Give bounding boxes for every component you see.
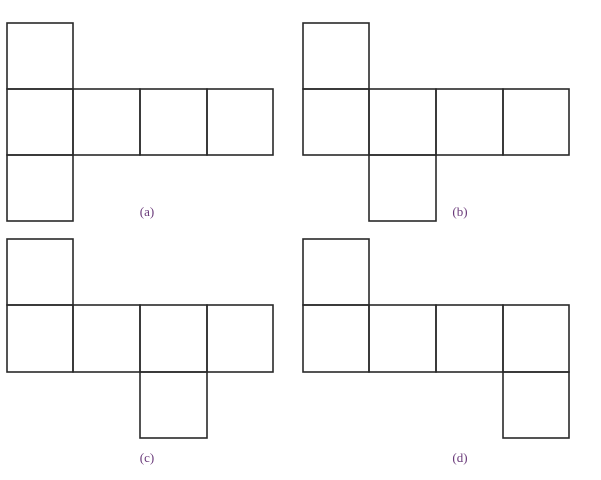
net-a: (a) (6, 22, 274, 222)
net-c-square (139, 371, 208, 439)
net-c-square (139, 304, 208, 373)
net-c-square (72, 304, 141, 373)
net-b-square (435, 88, 504, 156)
net-a-square (139, 88, 208, 156)
net-d-square (368, 304, 437, 373)
net-c-caption: (c) (140, 450, 154, 465)
net-b-square (368, 88, 437, 156)
net-c-square (6, 238, 74, 306)
net-a-square (206, 88, 274, 156)
net-d-square (435, 304, 504, 373)
net-a-caption: (a) (140, 204, 154, 219)
net-b-square (502, 88, 570, 156)
net-c-square (6, 304, 74, 373)
net-c-square (206, 304, 274, 373)
net-d: (d) (302, 238, 570, 465)
net-b-square (302, 22, 370, 90)
net-d-square (302, 304, 370, 373)
net-d-square (302, 238, 370, 306)
net-a-square (6, 22, 74, 90)
net-d-square (502, 371, 570, 439)
net-a-square (72, 88, 141, 156)
net-b-square (368, 154, 437, 222)
net-d-caption: (d) (452, 450, 467, 465)
net-b-square (302, 88, 370, 156)
net-d-square (502, 304, 570, 373)
net-c: (c) (6, 238, 274, 465)
net-a-square (6, 154, 74, 222)
net-a-square (6, 88, 74, 156)
net-b-caption: (b) (452, 204, 467, 219)
net-b: (b) (302, 22, 570, 222)
